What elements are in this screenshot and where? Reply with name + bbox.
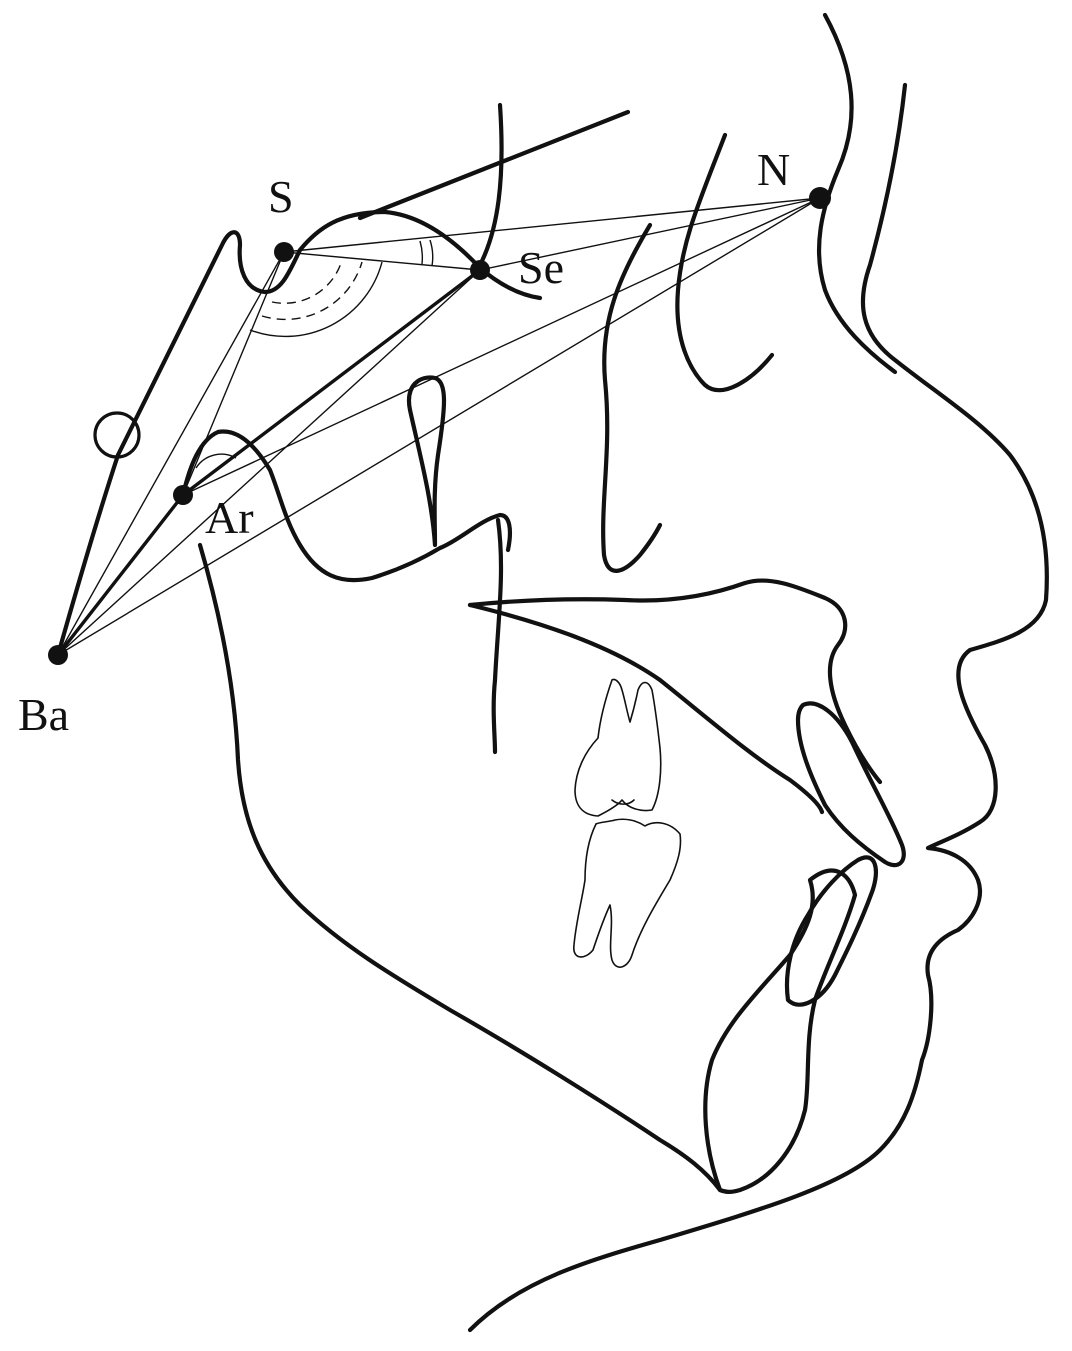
upper-incisor: [795, 701, 906, 868]
pterygoid-plate: [491, 517, 504, 755]
sella-turcica-contour: [115, 209, 543, 458]
line-s-ba: [57, 251, 285, 656]
line-se-n: [479, 197, 821, 271]
molar-contact: [611, 799, 635, 805]
palatal-lower: [467, 602, 825, 815]
anatomy-outline: [55, 12, 1049, 1333]
saddle-angle-arc-outer: [249, 261, 383, 338]
palatal-plane: [467, 578, 883, 785]
landmark-n-point: [809, 187, 831, 209]
landmark-points: [48, 187, 831, 665]
se-angle-arc: [419, 240, 424, 265]
soft-tissue-profile: [467, 82, 1049, 1333]
line-ar-ba: [56, 493, 185, 657]
label-se: Se: [518, 242, 564, 293]
line-n-ar: [182, 197, 821, 496]
landmark-se-point: [470, 260, 490, 280]
landmark-labels: S N Se Ar Ba: [18, 144, 790, 740]
orbit-contour-right: [675, 132, 775, 393]
se-angle-arc-2: [429, 239, 434, 267]
line-se-ba: [57, 269, 481, 656]
pterygomaxillary-fissure: [406, 375, 447, 548]
clivus-line: [55, 452, 121, 658]
line-s-se: [283, 251, 481, 271]
line-n-ba: [57, 197, 821, 656]
foramen-circle: [93, 411, 141, 459]
line-s-n: [283, 197, 821, 253]
label-n: N: [757, 144, 790, 195]
label-ba: Ba: [18, 689, 69, 740]
lower-molar: [573, 818, 682, 968]
symphysis: [703, 868, 858, 1194]
anterior-cranial-base-line: [357, 109, 631, 221]
landmark-s-point: [274, 242, 294, 262]
orbit-contour-left: [601, 222, 663, 573]
orbital-rim-line: [477, 102, 504, 268]
saddle-angle-arc-middle: [261, 261, 363, 321]
label-ar: Ar: [205, 492, 254, 543]
upper-molar: [574, 678, 662, 817]
line-s-ar: [182, 251, 285, 496]
angle-arcs: [195, 239, 434, 469]
reference-lines: [56, 197, 821, 657]
landmark-ba-point: [48, 645, 68, 665]
ar-angle-arc: [195, 453, 237, 469]
lower-incisor: [784, 855, 879, 1007]
nasal-bone-outer: [816, 12, 898, 375]
condyle-ramus: [180, 429, 512, 583]
line-se-ar: [181, 268, 482, 497]
mandible-border: [197, 542, 723, 1193]
label-s: S: [268, 171, 294, 222]
landmark-ar-point: [173, 485, 193, 505]
saddle-angle-arc-inner: [271, 259, 343, 304]
